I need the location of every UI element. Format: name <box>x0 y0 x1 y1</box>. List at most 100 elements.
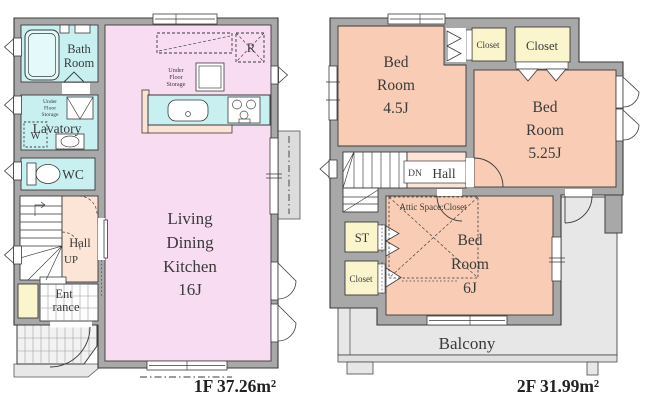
bath-door-gap <box>62 83 90 94</box>
floor1-plan: Bath Room Under Floor Storage Lavatory W… <box>3 13 301 396</box>
window-bedroom1-top-lines <box>390 14 443 24</box>
stove-grill <box>238 118 251 124</box>
hall-bedroom2-door-arc <box>473 157 504 188</box>
underfloor-storage-kitchen <box>195 62 225 92</box>
underfloor-hatch-lavatory <box>66 96 94 120</box>
cupboard-space <box>156 32 233 54</box>
lav-ufs-2: Floor <box>44 106 56 112</box>
bedroom1-label-3: 4.5J <box>383 100 408 117</box>
closet-3-door <box>377 263 386 294</box>
room-closet-3 <box>344 260 379 296</box>
dn-label: DN <box>408 169 422 179</box>
fridge-diagonals <box>235 32 265 63</box>
window-lavatory <box>13 95 22 115</box>
stair-treads-1f <box>19 205 63 281</box>
stairs-2f <box>342 151 408 189</box>
kitchen-ufs-3: Storage <box>167 81 186 88</box>
bedroom3-label-1: Bed <box>458 232 483 249</box>
window-ldk-south-lines <box>149 361 225 370</box>
bath-fixture-b <box>74 24 91 34</box>
entrance-tile-grid <box>40 284 98 321</box>
bedroom1-label-2: Room <box>377 77 415 94</box>
hall-door-arc-a <box>78 195 98 215</box>
entrance-label-2: rance <box>52 300 80 314</box>
hall-ldk-door-gap <box>98 218 105 260</box>
cupboard-diagonal <box>158 35 231 52</box>
toilet-tank <box>26 162 37 186</box>
closet-1-label: Closet <box>476 40 500 50</box>
sink-drain <box>185 111 191 117</box>
closet-2-swing-b <box>545 68 567 82</box>
attic-space-outline <box>388 196 479 279</box>
ldk-label-4: 16J <box>178 280 202 299</box>
window-bedroom3-east-ticks <box>549 257 565 263</box>
window-kitchen <box>270 65 279 85</box>
closet-3-track <box>381 262 458 294</box>
window-stairs-2f <box>328 159 338 179</box>
closet-3-label: Closet <box>349 274 373 284</box>
bath-fixture-a <box>59 24 70 34</box>
window-stairs <box>13 245 22 265</box>
hall-door-arc-b <box>61 231 81 251</box>
closet-1-door <box>465 29 473 61</box>
balcony-slab <box>337 354 618 363</box>
floor1-area-label: 1F 37.26m² <box>194 376 276 396</box>
balcony-foot-left <box>346 361 374 375</box>
window-bedroom2-e1 <box>622 76 640 108</box>
washer-label: W <box>31 131 41 142</box>
room-bedroom-5-25 <box>473 69 617 188</box>
bedroom3-label-3: 6J <box>463 280 477 297</box>
window-bedroom2-e2 <box>622 109 640 141</box>
balcony-label: Balcony <box>439 334 496 353</box>
bedroom2-label-2: Room <box>526 122 564 139</box>
fridge-label: R <box>247 41 256 55</box>
front-door-gap <box>50 321 92 328</box>
floor2-plan: Bed Room 4.5J Closet Closet Bed Room 5.2… <box>319 13 640 396</box>
room-st <box>344 221 379 253</box>
closet-1-fold-a <box>446 30 462 47</box>
window-stairs-2f-arrow <box>319 160 330 178</box>
bathtub-inner <box>28 33 56 77</box>
window-bedroom1-left <box>328 65 338 121</box>
counter-edge-bottom <box>147 124 233 134</box>
floor2-area-label: 2F 31.99m² <box>517 376 599 396</box>
kitchen-ufs-1: Under <box>168 67 183 74</box>
balcony-wall-column <box>604 189 623 234</box>
entrance-label-1: Ent <box>55 287 73 301</box>
shoe-cabinet <box>17 283 39 319</box>
lav-ufs-1: Under <box>43 99 57 105</box>
washer-space <box>23 121 48 148</box>
window-lavatory-arrow <box>3 96 14 114</box>
wc-label: WC <box>62 167 84 182</box>
ldk-label-1: Living <box>167 209 213 228</box>
fridge-space <box>235 32 265 63</box>
toilet-bowl <box>35 164 61 184</box>
window-kitchen-arrow <box>278 66 289 84</box>
window-stairs-arrow <box>3 246 14 264</box>
burner-1 <box>232 99 242 110</box>
hall-label-2f: Hall <box>432 166 455 181</box>
window-casement-1-gap <box>270 261 279 301</box>
window-bedroom1-left-ticks <box>326 81 340 101</box>
room-closet-1 <box>471 27 507 62</box>
window-ldk-east-tall <box>269 137 279 215</box>
ldk-label-3: Kitchen <box>163 257 217 276</box>
bedroom2-label-1: Bed <box>533 99 558 116</box>
hall-bedroom2-door-gap <box>466 158 474 187</box>
attic-space-diagonals <box>388 196 479 279</box>
underfloor-hatch-mark <box>66 96 94 120</box>
window-bath-arrow <box>3 38 14 56</box>
window-bath <box>13 37 22 57</box>
stair-treads-2f <box>342 151 400 213</box>
kitchen-ufs-2: Floor <box>169 74 182 81</box>
ldk-label-2: Dining <box>166 233 214 252</box>
st-door <box>377 224 386 251</box>
room-entrance <box>39 283 99 322</box>
balcony-foot-right <box>586 361 599 376</box>
window-bedroom2-e2-gap <box>615 108 624 142</box>
burner-2 <box>246 99 256 110</box>
porch-tile-grid <box>17 325 97 364</box>
bath-label-2: Room <box>64 56 95 70</box>
